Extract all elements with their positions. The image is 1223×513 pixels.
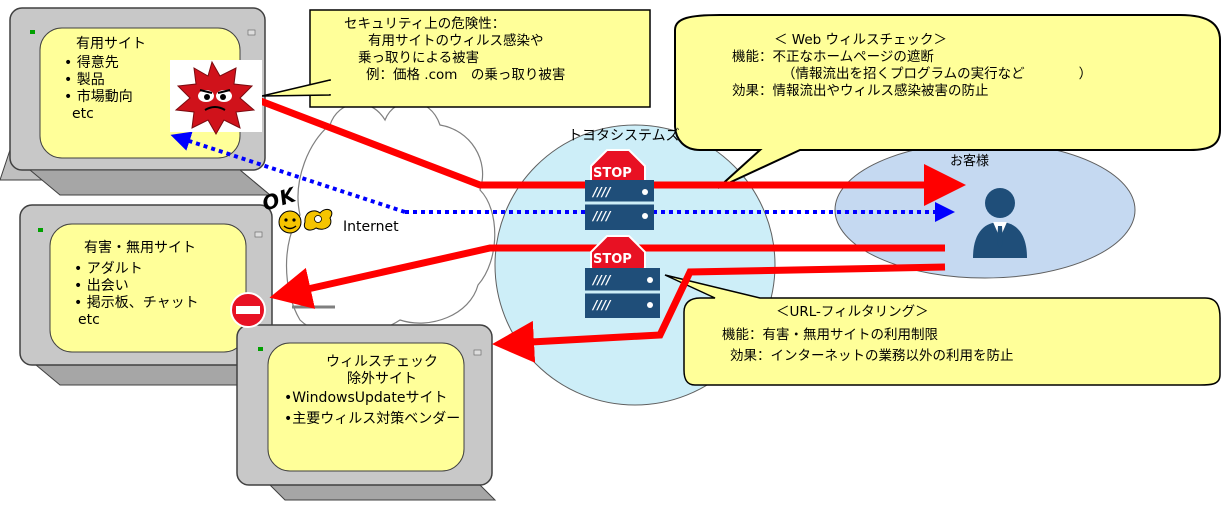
- server-mark: ////: [593, 209, 611, 223]
- useful-sites-panel: 有用サイト • 得意先 • 製品 • 市場動向 etc: [64, 36, 146, 123]
- list-item: • 得意先: [64, 55, 119, 71]
- web-virus-callout-text: ＜ Web ウィルスチェック＞ 機能：不正なホームページの遮断 （情報流出を招く…: [732, 32, 1092, 100]
- callout-url-filter-bubble: [664, 274, 1221, 386]
- harmful-sites-etc: etc: [78, 312, 100, 328]
- harmful-sites-panel: 有害・無用サイト • アダルト • 出会い • 掲示板、チャット etc: [74, 240, 199, 329]
- toyota-systems-label: トヨタシステムズ: [568, 128, 680, 144]
- stop-sign-label: STOP: [593, 166, 632, 181]
- server-mark: ////: [593, 273, 611, 287]
- user-avatar-icon: [973, 188, 1027, 258]
- web-virus-line3: 効果：情報流出やウィルス感染被害の防止: [732, 83, 989, 99]
- exclude-title-line1: ウィルスチェック: [326, 354, 438, 370]
- url-filter-line2: 効果：インターネットの業務以外の利用を防止: [730, 348, 1014, 364]
- exclude-sites-list: •WindowsUpdateサイト •主要ウィルス対策ベンダー: [284, 390, 460, 428]
- list-item: • 製品: [64, 72, 105, 88]
- exclude-title-line2: 除外サイト: [347, 371, 417, 387]
- customer-label: お客様: [950, 154, 990, 169]
- server-icon: [585, 268, 660, 318]
- useful-sites-etc: etc: [72, 106, 94, 122]
- web-virus-line1: 機能：不正なホームページの遮断: [732, 49, 934, 65]
- server-icon: [585, 180, 654, 230]
- red-arrow-customer-to-harmful: [269, 244, 945, 309]
- web-virus-line2: （情報流出を招くプログラムの実行など ）: [782, 66, 1093, 82]
- monitor-harmful: [19, 204, 273, 386]
- security-callout-line4: 例：価格 .com の乗っ取り被害: [366, 67, 566, 83]
- red-arrow-useful-to-customer: [256, 96, 966, 206]
- useful-sites-title: 有用サイト: [76, 36, 146, 52]
- server-mark: ////: [593, 298, 611, 312]
- url-filter-title: ＜URL-フィルタリング＞: [776, 304, 929, 320]
- list-item: • 掲示板、チャット: [74, 295, 199, 311]
- harmful-sites-title: 有害・無用サイト: [84, 240, 196, 256]
- server-mark: ////: [593, 185, 611, 199]
- web-virus-title: ＜ Web ウィルスチェック＞: [774, 32, 948, 48]
- list-item: • 出会い: [74, 278, 129, 294]
- url-filter-callout-text: ＜URL-フィルタリング＞ 機能：有害・無用サイトの利用制限 効果：インターネッ…: [722, 304, 1014, 365]
- url-filter-line1: 機能：有害・無用サイトの利用制限: [722, 327, 938, 343]
- list-item: • アダルト: [74, 261, 143, 277]
- no-entry-icon: [230, 292, 266, 328]
- security-callout-line3: 乗っ取りによる被害: [358, 50, 480, 66]
- red-arrow-customer-to-exclude: [492, 263, 946, 363]
- security-callout-line2: 有用サイトのウィルス感染や: [368, 33, 544, 49]
- internet-label: Internet: [343, 219, 399, 235]
- callout-web-virus-bubble: [674, 14, 1221, 189]
- monitor-exclude: [236, 324, 497, 501]
- exclude-sites-panel: ウィルスチェック 除外サイト: [282, 354, 482, 388]
- list-item: • 市場動向: [64, 89, 133, 105]
- security-callout-text: セキュリティ上の危険性： 有用サイトのウィルス感染や 乗っ取りによる被害 例：価…: [344, 16, 565, 84]
- security-callout-line1: セキュリティ上の危険性：: [344, 16, 506, 32]
- virus-icon: [170, 60, 262, 136]
- ok-mascot-icon: [278, 208, 333, 234]
- callout-security-bubble: [261, 9, 651, 108]
- list-item: •主要ウィルス対策ベンダー: [284, 411, 461, 427]
- list-item: •WindowsUpdateサイト: [284, 390, 448, 406]
- stop-sign-label: STOP: [593, 252, 632, 267]
